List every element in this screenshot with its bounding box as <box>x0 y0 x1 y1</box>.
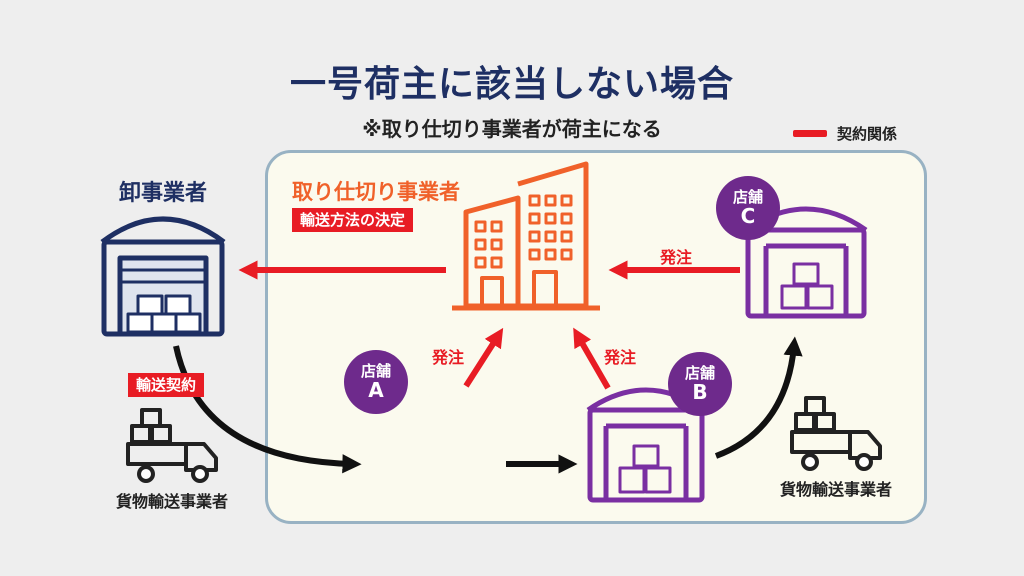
arrow-store-b-order <box>573 327 611 390</box>
transport-method-badge: 輸送方法の決定 <box>292 208 414 232</box>
legend-label: 契約関係 <box>837 125 898 143</box>
store-a-name: 店舗 <box>360 361 391 380</box>
store-a-letter: A <box>368 378 384 403</box>
store-c-name: 店舗 <box>732 187 763 206</box>
store-b-badge: 店舗 B <box>668 352 732 416</box>
store-b-letter: B <box>692 380 708 405</box>
carrier-label-left: 貨物輸送事業者 <box>115 492 228 511</box>
trader-building-icon <box>452 161 600 311</box>
truck-icon-left <box>126 408 218 483</box>
order-label-a: 発注 <box>432 348 465 367</box>
arrow-store-a-order <box>463 327 504 388</box>
store-c-badge: 店舗 C <box>716 176 780 240</box>
store-b-warehouse-icon <box>586 387 706 503</box>
legend: 契約関係 <box>793 123 897 144</box>
trader-label: 取り仕切り事業者 <box>292 180 460 204</box>
store-a-badge: 店舗 A <box>344 350 408 414</box>
page-subtitle: ※取り仕切り事業者が荷主になる <box>362 117 662 141</box>
page-title: 一号荷主に該当しない場合 <box>289 64 734 105</box>
legend-contract-line <box>793 130 827 137</box>
store-c-warehouse-icon <box>744 206 868 319</box>
arrow-transport-wholesaler-to-a <box>173 345 362 474</box>
truck-icon-right <box>790 396 882 471</box>
carrier-label-right: 貨物輸送事業者 <box>779 480 892 499</box>
order-label-b: 発注 <box>604 348 637 367</box>
store-b-name: 店舗 <box>684 363 715 382</box>
store-c-letter: C <box>740 204 756 229</box>
transport-contract-badge: 輸送契約 <box>128 373 205 397</box>
wholesaler-warehouse-icon <box>100 216 226 337</box>
order-label-c: 発注 <box>660 248 693 267</box>
wholesaler-label: 卸事業者 <box>118 181 207 206</box>
arrow-transport-b-to-c <box>714 336 803 459</box>
